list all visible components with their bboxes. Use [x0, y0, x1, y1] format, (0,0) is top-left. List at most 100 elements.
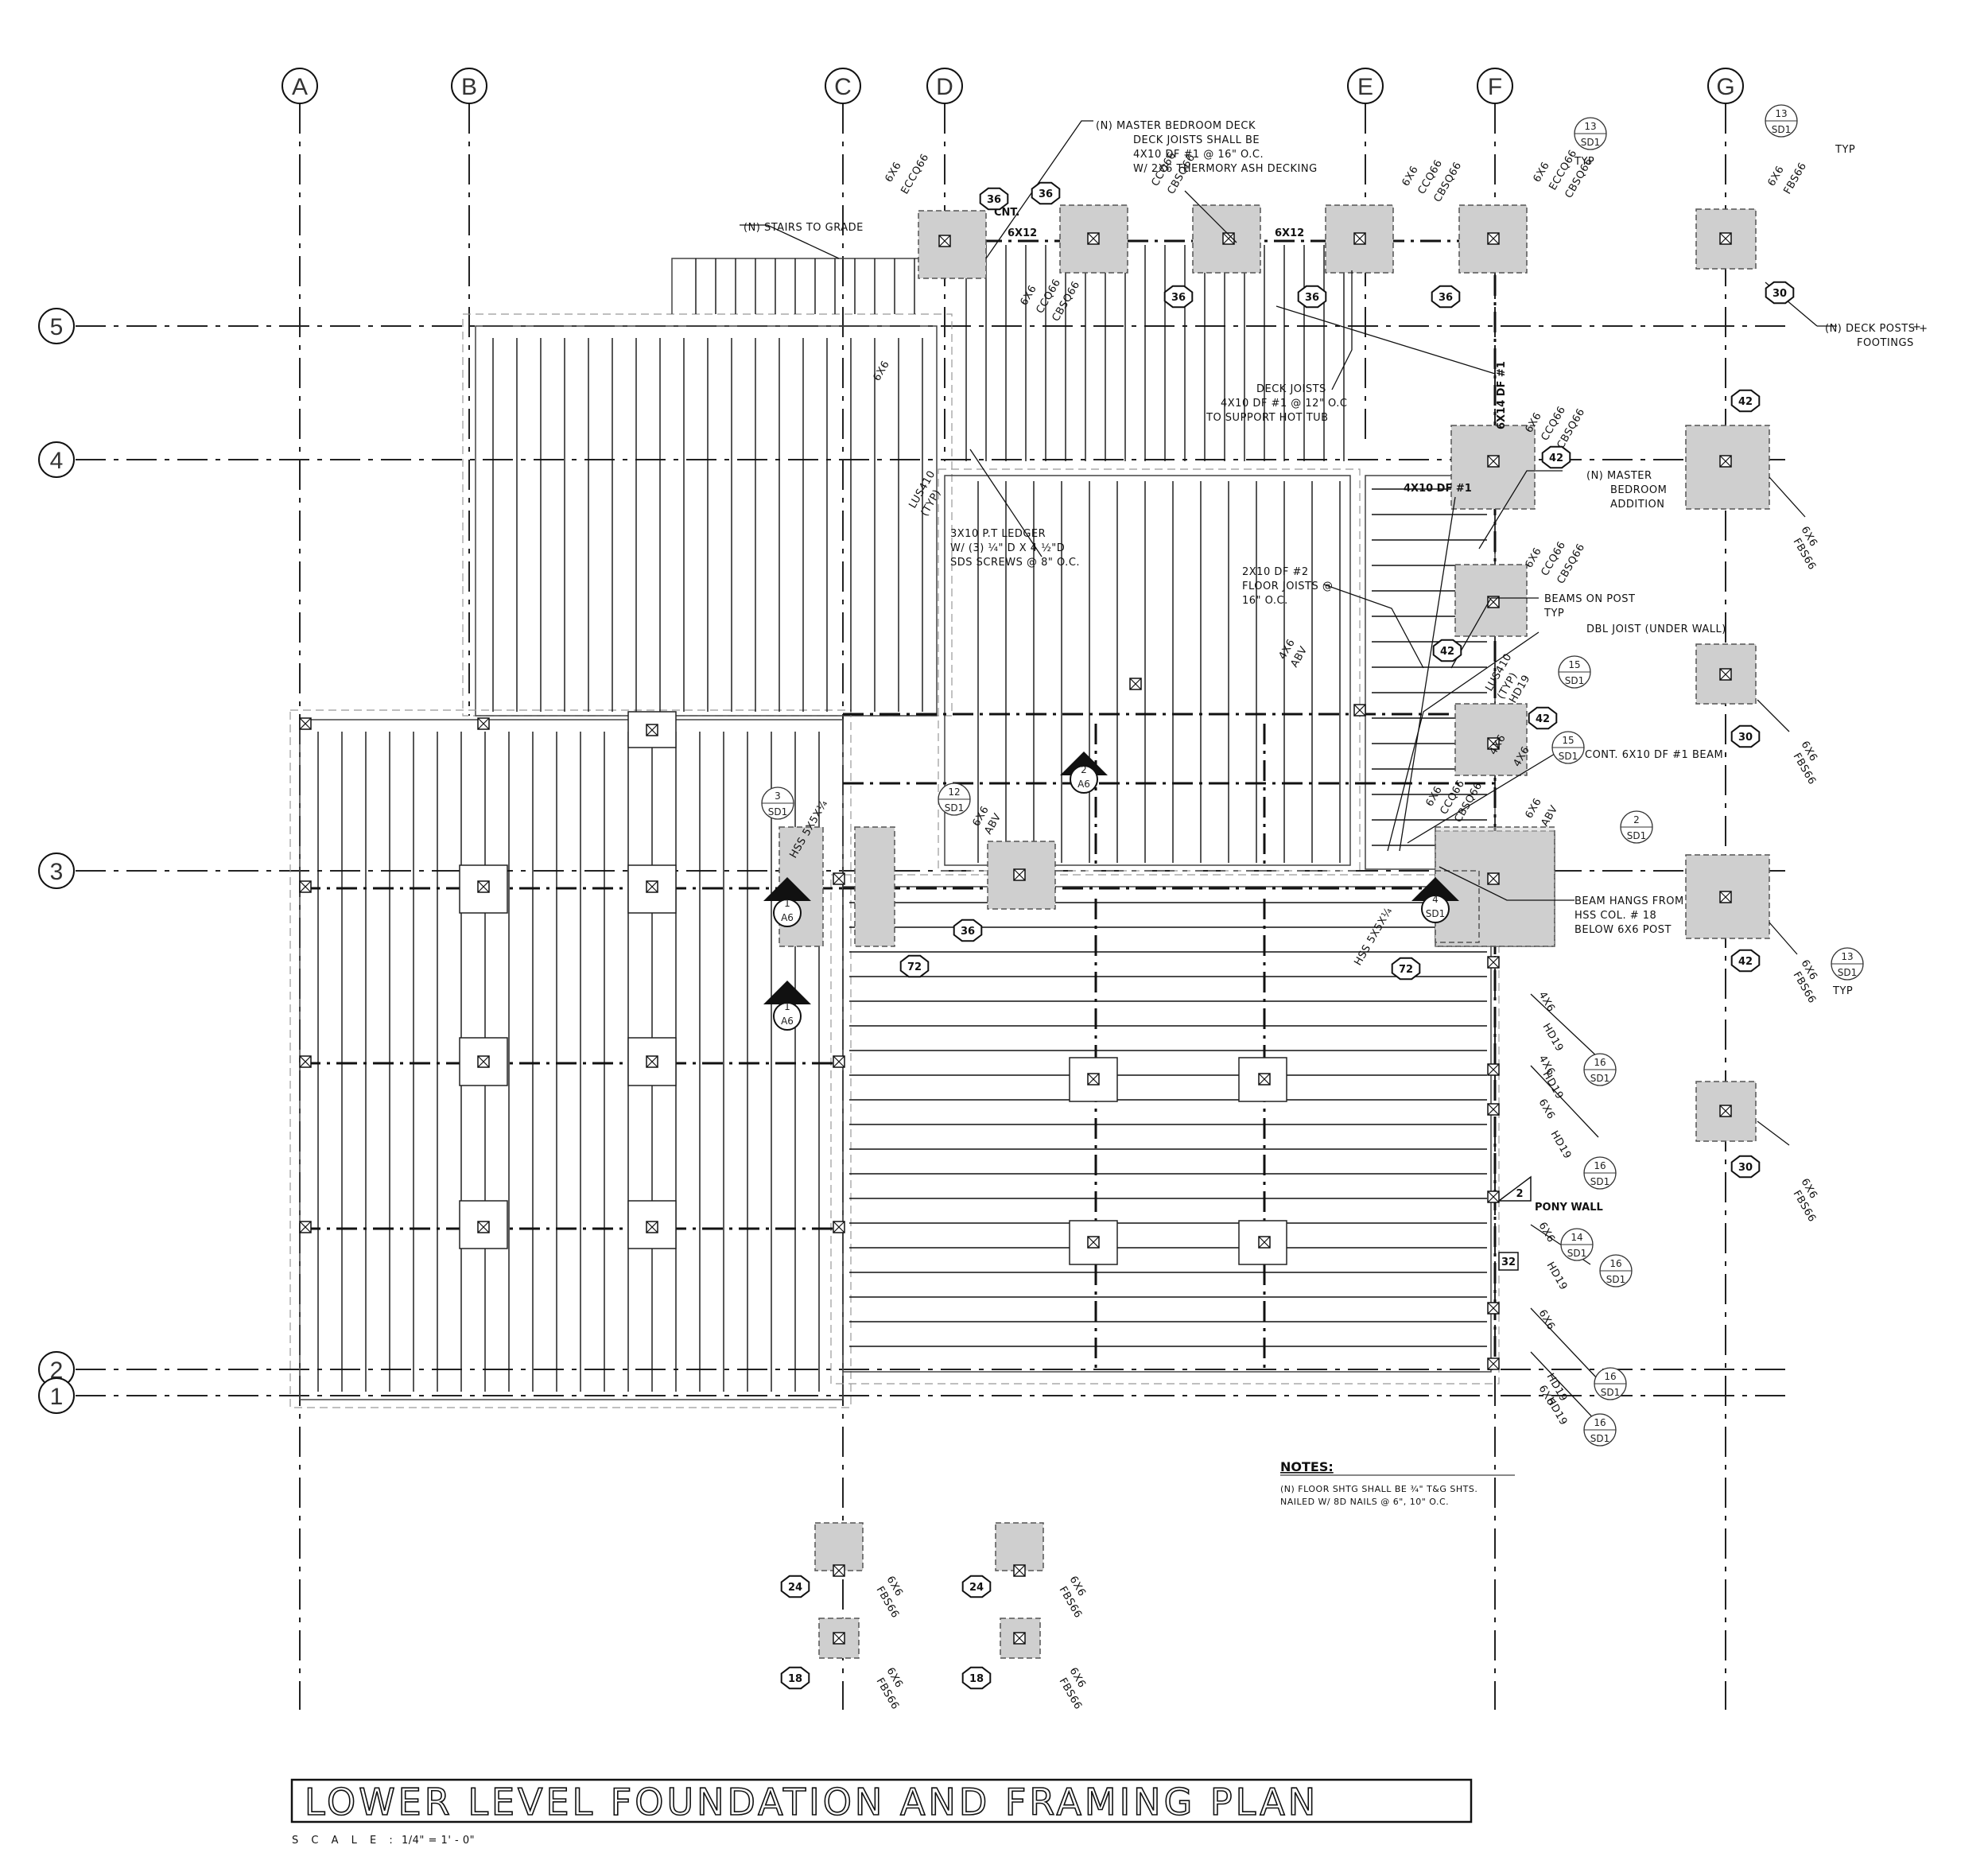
ledger-note-1: 3X10 P.T LEDGER: [950, 528, 1046, 540]
svg-text:HD19: HD19: [1540, 1022, 1566, 1054]
svg-text:72: 72: [1399, 964, 1413, 976]
post-symbol: [1222, 232, 1235, 245]
grid-bubble-d: D: [926, 68, 963, 104]
svg-text:30: 30: [1738, 732, 1753, 744]
tag-36: 36: [979, 187, 1009, 211]
tag-30: 30: [1765, 281, 1795, 305]
svg-text:6X6: 6X6: [1536, 1097, 1557, 1122]
svg-text:3: 3: [775, 790, 781, 802]
tag-36: 36: [1031, 181, 1061, 205]
tag-72: 72: [1391, 957, 1421, 981]
svg-text:30: 30: [1773, 288, 1787, 300]
addition-note-3: ADDITION: [1610, 499, 1664, 511]
post-symbol: [299, 1055, 312, 1068]
deck-note-2: DECK JOISTS SHALL BE: [1133, 134, 1260, 146]
svg-text:32: 32: [1501, 1256, 1516, 1268]
post-symbol: [1487, 1103, 1500, 1116]
svg-text:42: 42: [1738, 956, 1753, 968]
svg-text:HD19: HD19: [1544, 1396, 1570, 1428]
svg-text:SD1: SD1: [1426, 908, 1446, 919]
svg-text:TYP: TYP: [1574, 156, 1594, 168]
post-symbol: [1087, 1236, 1100, 1249]
svg-text:F: F: [1488, 74, 1502, 100]
grid-bubble-f: F: [1477, 68, 1513, 104]
svg-text:SD1: SD1: [1559, 751, 1578, 762]
post-symbol: [938, 235, 951, 247]
notes-heading: NOTES:: [1280, 1459, 1334, 1474]
beam-hangs-2: HSS COL. # 18: [1574, 910, 1656, 922]
grid-bubble-e: E: [1347, 68, 1384, 104]
post-symbol: [477, 717, 490, 730]
svg-text:E: E: [1357, 74, 1373, 100]
post-symbol: [1353, 704, 1366, 717]
svg-text:SD1: SD1: [1565, 675, 1585, 686]
svg-text:2: 2: [1081, 764, 1087, 775]
scale-label: S C A L E :: [292, 1835, 398, 1847]
section-marker-3: 1A6: [763, 981, 811, 1031]
post-symbol: [1013, 868, 1026, 881]
svg-text:12: 12: [948, 786, 960, 798]
joist-label: 4X10 DF #1: [1404, 483, 1472, 495]
svg-text:A: A: [292, 74, 308, 100]
svg-text:SD1: SD1: [1627, 830, 1647, 841]
svg-text:SD1: SD1: [1772, 124, 1792, 135]
post-symbol: [1013, 1564, 1026, 1577]
svg-text:42: 42: [1549, 452, 1563, 464]
svg-text:TYP: TYP: [1832, 985, 1853, 997]
hottub-note-2: 4X10 DF #1 @ 12" O.C: [1221, 398, 1347, 410]
notes-line-1: (N) FLOOR SHTG SHALL BE ¾" T&G SHTS.: [1280, 1484, 1477, 1494]
detail-references: 13SD113SD115SD115SD112SD13SD12SD113SD116…: [761, 104, 1864, 1447]
post-symbol: [1719, 1105, 1732, 1117]
svg-text:6X6: 6X6: [1765, 164, 1786, 188]
svg-text:G: G: [1716, 74, 1734, 100]
svg-text:2: 2: [50, 1357, 64, 1384]
dbl-joist-note: DBL JOIST (UNDER WALL): [1586, 623, 1726, 635]
svg-text:24: 24: [788, 1582, 802, 1594]
grid-bubble-4: 4: [38, 441, 75, 478]
post-symbol: [1719, 232, 1732, 245]
annotations: (N) STAIRS TO GRADE (N) MASTER BEDROOM D…: [744, 120, 1928, 1214]
svg-text:SD1: SD1: [1606, 1274, 1626, 1285]
post-symbol: [1487, 872, 1500, 885]
svg-text:SD1: SD1: [945, 802, 965, 814]
svg-text:SD1: SD1: [768, 806, 788, 818]
svg-text:FBS66: FBS66: [1781, 161, 1809, 196]
svg-text:A6: A6: [781, 1016, 794, 1027]
svg-text:13: 13: [1775, 108, 1787, 119]
beam-label-2: 6X12: [1275, 227, 1304, 239]
post-symbol: [1719, 668, 1732, 681]
tag-30: 30: [1730, 1155, 1761, 1179]
hottub-note-1: DECK JOISTS: [1256, 383, 1326, 395]
svg-text:SD1: SD1: [1838, 967, 1858, 978]
post-symbol: [1487, 1190, 1500, 1203]
svg-text:16: 16: [1609, 1258, 1621, 1269]
svg-text:6X6: 6X6: [1523, 796, 1543, 821]
post-symbol: [1487, 455, 1500, 468]
svg-text:14: 14: [1571, 1232, 1582, 1243]
post-symbol: [833, 1221, 845, 1233]
svg-text:24: 24: [969, 1582, 984, 1594]
deck-note-1: (N) MASTER BEDROOM DECK: [1096, 120, 1256, 132]
svg-text:TYP: TYP: [1835, 144, 1855, 156]
svg-text:36: 36: [1439, 292, 1453, 304]
tag-42: 42: [1730, 389, 1761, 413]
svg-text:HD19: HD19: [1544, 1260, 1570, 1293]
beam-hangs-1: BEAM HANGS FROM: [1574, 895, 1684, 907]
post-symbol: [1719, 455, 1732, 468]
svg-text:1: 1: [50, 1384, 64, 1410]
svg-text:16: 16: [1594, 1160, 1606, 1171]
svg-text:SD1: SD1: [1581, 137, 1601, 148]
deck-note-4: W/ 2X6 THERMORY ASH DECKING: [1133, 163, 1318, 175]
deck-posts-1: (N) DECK POSTS +: [1825, 323, 1928, 335]
tag-18: 18: [780, 1666, 810, 1690]
tag-36: 36: [1297, 285, 1327, 309]
tag-24: 24: [780, 1575, 810, 1598]
leader-lines: [740, 120, 1837, 1424]
